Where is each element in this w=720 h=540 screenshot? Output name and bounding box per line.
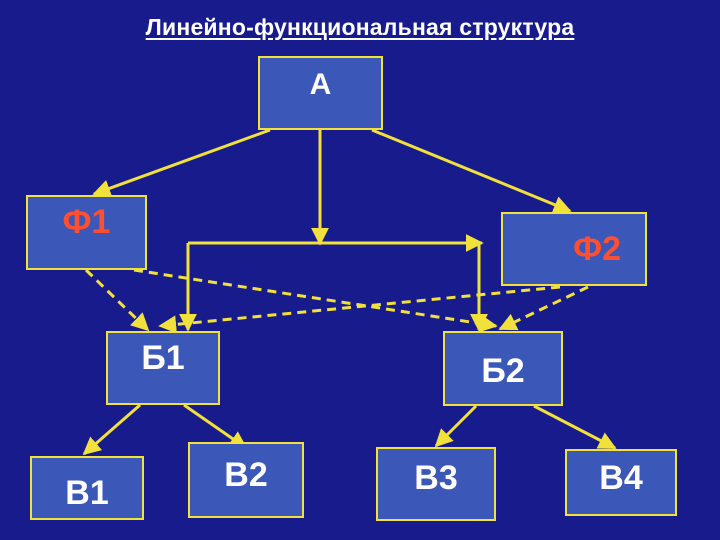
node-v2: В2 xyxy=(188,442,304,518)
edge-a-f2 xyxy=(371,128,572,214)
edge-f1-b2 xyxy=(133,268,498,333)
node-v1: В1 xyxy=(30,456,144,520)
node-v4-label: В4 xyxy=(599,459,643,497)
node-f1-label: Ф1 xyxy=(62,203,111,241)
edge-b1-v2 xyxy=(183,403,248,450)
edge-b1-v1 xyxy=(82,403,141,456)
node-b2: Б2 xyxy=(443,331,563,406)
edge-b2-v3 xyxy=(434,404,478,448)
node-b1-label: Б1 xyxy=(141,339,185,377)
node-a-label: А xyxy=(309,68,332,101)
node-a: А xyxy=(258,56,383,130)
node-f2: Ф2 xyxy=(501,212,647,286)
node-f1: Ф1 xyxy=(26,195,147,270)
node-b2-label: Б2 xyxy=(481,352,525,390)
edge-f1-b1 xyxy=(84,268,150,332)
node-v4: В4 xyxy=(565,449,677,516)
node-b1: Б1 xyxy=(106,331,220,405)
node-f2-label: Ф2 xyxy=(573,229,621,268)
node-v3: В3 xyxy=(376,447,496,521)
edge-f2-b2 xyxy=(498,285,589,331)
node-v2-label: В2 xyxy=(224,456,268,494)
node-v1-label: В1 xyxy=(65,473,109,512)
diagram-title: Линейно-функциональная структура xyxy=(145,14,575,40)
edge-a-f1 xyxy=(92,128,271,197)
node-v3-label: В3 xyxy=(414,459,458,497)
edge-b2-v4 xyxy=(533,404,617,450)
edge-f2-b1 xyxy=(158,285,561,334)
